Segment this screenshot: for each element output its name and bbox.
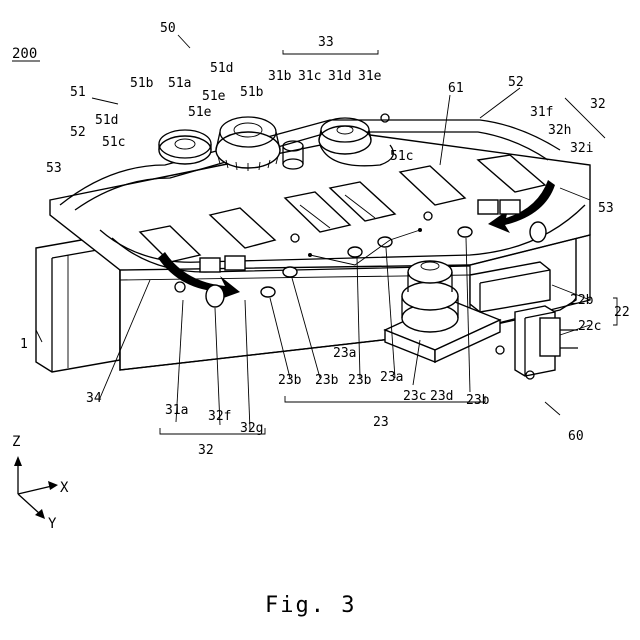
- label-52-right: 52: [508, 75, 524, 90]
- label-53-left: 53: [46, 161, 62, 176]
- label-32i: 32i: [570, 141, 593, 156]
- label-51b-right: 51b: [240, 85, 264, 100]
- label-51e-top: 51e: [202, 89, 226, 104]
- label-22c: 22c: [578, 319, 601, 334]
- label-51: 51: [70, 85, 86, 100]
- axis-z-label: Z: [12, 434, 20, 450]
- label-50: 50: [160, 21, 176, 36]
- label-61: 61: [448, 81, 464, 96]
- label-23b-3: 23b: [348, 373, 372, 388]
- bracket-33: [283, 50, 378, 54]
- label-23c: 23c: [403, 389, 426, 404]
- label-32g: 32g: [240, 421, 263, 436]
- label-31f: 31f: [530, 105, 553, 120]
- label-31e: 31e: [358, 69, 382, 84]
- bracket-23: [285, 396, 485, 402]
- label-51b-left: 51b: [130, 76, 154, 91]
- label-23b-1: 23b: [278, 373, 302, 388]
- label-32-bottom: 32: [198, 443, 214, 458]
- figure-caption: Fig. 3: [265, 593, 356, 618]
- label-31c: 31c: [298, 69, 321, 84]
- label-51d-left: 51d: [95, 113, 118, 128]
- label-51d-top: 51d: [210, 61, 233, 76]
- label-23a-1: 23a: [333, 346, 356, 361]
- label-51a: 51a: [168, 76, 191, 91]
- label-51c-left: 51c: [102, 135, 125, 150]
- label-32h: 32h: [548, 123, 571, 138]
- coordinate-axes: Z X Y: [12, 434, 69, 532]
- label-32f: 32f: [208, 409, 231, 424]
- label-53-right: 53: [598, 201, 614, 216]
- label-60: 60: [568, 429, 584, 444]
- pulley-right: [319, 118, 371, 154]
- label-23: 23: [373, 415, 389, 430]
- pulley-left: [159, 130, 211, 164]
- label-22b: 22b: [570, 293, 594, 308]
- label-23b-2: 23b: [315, 373, 339, 388]
- label-31b: 31b: [268, 69, 292, 84]
- label-31d: 31d: [328, 69, 351, 84]
- gear-center: [216, 117, 280, 171]
- figure-reference-number: 200: [12, 46, 37, 62]
- label-23d: 23d: [430, 389, 453, 404]
- label-51c-right: 51c: [390, 149, 413, 164]
- axis-x-label: X: [60, 480, 69, 496]
- label-51e-mid: 51e: [188, 105, 212, 120]
- label-22: 22: [614, 305, 630, 320]
- label-52-left: 52: [70, 125, 86, 140]
- axis-y-label: Y: [48, 516, 57, 532]
- label-33: 33: [318, 35, 334, 50]
- label-32-right: 32: [590, 97, 606, 112]
- label-34: 34: [86, 391, 102, 406]
- label-23a-2: 23a: [380, 370, 403, 385]
- label-23b-4: 23b: [466, 393, 490, 408]
- label-31a: 31a: [165, 403, 188, 418]
- label-1: 1: [20, 337, 28, 352]
